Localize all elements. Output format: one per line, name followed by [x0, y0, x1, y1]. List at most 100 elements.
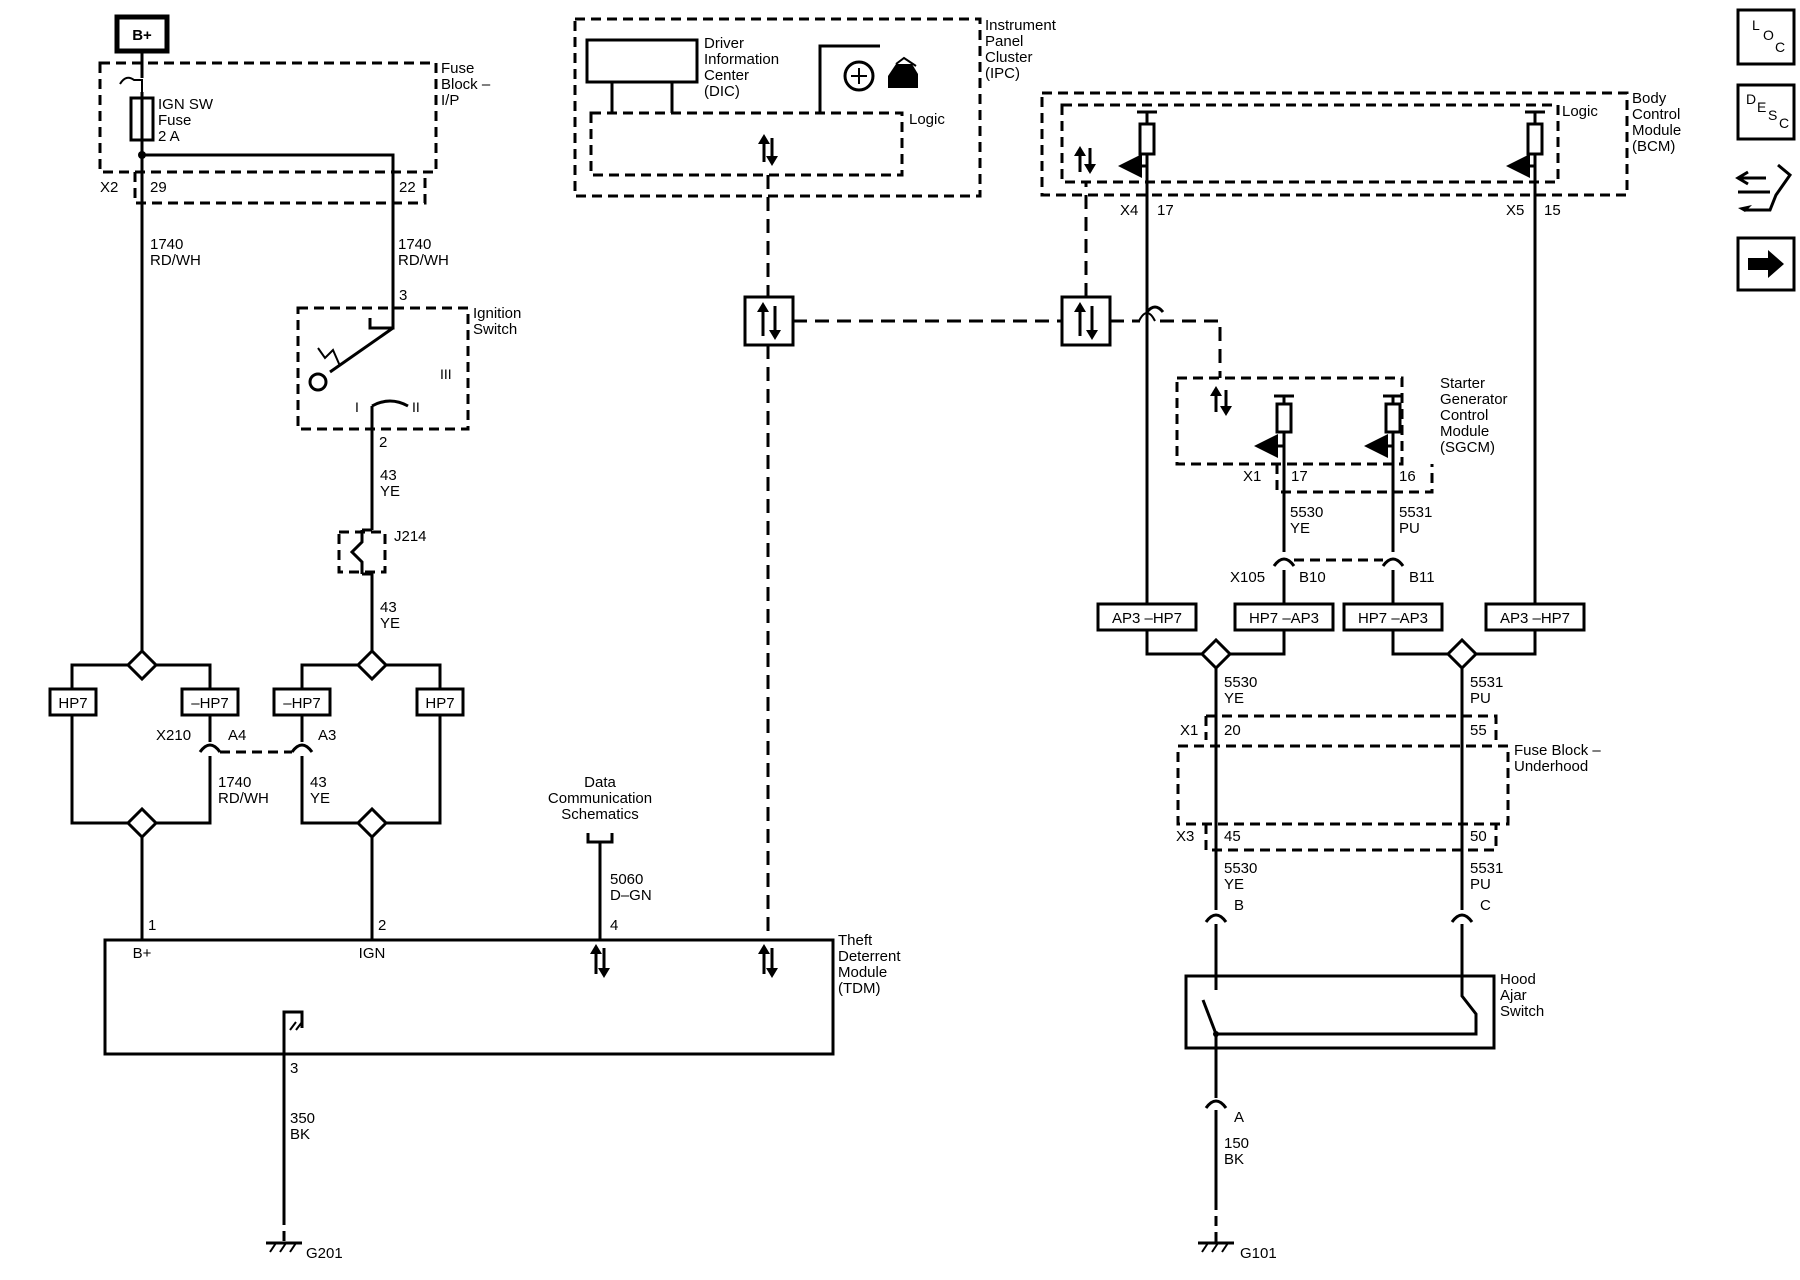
fuse-block-underhood: Fuse Block – Underhood X1 20 55 X3 45 50 — [1176, 714, 1601, 852]
wire-number: 43 — [310, 774, 327, 791]
harness-label: HP7 — [58, 695, 87, 712]
tdm-box — [103, 938, 835, 1056]
fuse-terminal — [119, 76, 143, 92]
ipc-label: (IPC) — [985, 65, 1020, 82]
harness-merge-5530 — [1145, 630, 1286, 656]
wire-color: RD/WH — [398, 252, 449, 269]
dic-label: (DIC) — [704, 83, 740, 100]
connector-x210-a3 — [290, 743, 314, 753]
wire-color: YE — [380, 615, 400, 632]
harness-merge-5531 — [1391, 630, 1537, 656]
tdm-label: Deterrent — [838, 948, 901, 965]
ipc-label: Cluster — [985, 49, 1033, 66]
desc-icon — [1736, 83, 1796, 141]
bcm-label: Control — [1632, 106, 1680, 123]
switch-position-contact — [371, 399, 409, 408]
instrument-panel-cluster: Instrument Panel Cluster (IPC) Driver In… — [573, 17, 1057, 198]
loc-icon — [1736, 8, 1796, 66]
ground-label: G201 — [306, 1245, 343, 1262]
pin-label: 17 — [1157, 202, 1174, 219]
splice-j214-label: J214 — [394, 528, 427, 545]
connector-c — [1450, 913, 1474, 923]
next-page-button[interactable] — [1736, 236, 1796, 292]
desc-label: C — [1779, 115, 1789, 131]
tdm-pin-name: B+ — [133, 945, 152, 962]
wire-number: 5531 — [1470, 674, 1503, 691]
neg-hp7-tag — [180, 687, 240, 717]
ground-label: G101 — [1240, 1245, 1277, 1262]
hood-switch-label: Ajar — [1500, 987, 1527, 1004]
starter-generator-control-module: Starter Generator Control Module (SGCM) … — [1175, 375, 1508, 494]
fuse-block-ip: Fuse Block – I/P IGN SW Fuse 2 A X2 29 2… — [98, 60, 491, 205]
pin-label: 15 — [1544, 202, 1561, 219]
hp7-ap3-tag — [1342, 602, 1444, 632]
harness-junction — [1445, 637, 1479, 671]
pin-label: 22 — [399, 179, 416, 196]
pin-label: 3 — [290, 1060, 298, 1077]
logic-label: Logic — [909, 111, 945, 128]
harness-label: –HP7 — [191, 695, 229, 712]
switch-blade — [1201, 999, 1218, 1035]
bcm-label: (BCM) — [1632, 138, 1675, 155]
data-communication-reference: Data Communication Schematics 5060 D–GN … — [548, 774, 652, 940]
wire-number: 1740 — [398, 236, 431, 253]
fuse-block-underhood-label: Underhood — [1514, 758, 1588, 775]
loc-button[interactable]: L O C — [1736, 8, 1796, 66]
wire-crossover — [1138, 312, 1156, 322]
sgcm-label: Generator — [1440, 391, 1508, 408]
wires-to-hood-switch — [1214, 668, 1464, 910]
fuse-block-underhood-outline — [1176, 744, 1510, 826]
dic-label: Information — [704, 51, 779, 68]
ground-terminal-icon — [282, 1010, 304, 1028]
desc-button[interactable]: D E S C — [1736, 83, 1796, 141]
wire-number: 43 — [380, 599, 397, 616]
connector-a — [1204, 1099, 1228, 1109]
pin-label: 29 — [150, 179, 167, 196]
wire-color: YE — [1224, 690, 1244, 707]
harness-label: AP3 –HP7 — [1500, 610, 1570, 627]
fuse-block-ip-connector-outline — [133, 172, 427, 205]
wire-color: PU — [1470, 690, 1491, 707]
connector-label: X4 — [1120, 202, 1138, 219]
splice-j214: J214 — [337, 528, 427, 574]
ap3-hp7-tag — [1096, 602, 1198, 632]
connector-x210-a4 — [198, 743, 222, 753]
pin-label: 20 — [1224, 722, 1241, 739]
fuse-block-ip-label: I/P — [441, 92, 459, 109]
position-label: I — [355, 399, 359, 415]
x105-output-wires — [1282, 570, 1395, 604]
harness-junction — [1199, 637, 1233, 671]
wire-number: 5530 — [1224, 860, 1257, 877]
hood-switch-label: Hood — [1500, 971, 1536, 988]
pin-label: C — [1480, 897, 1491, 914]
ground-g201: G201 — [266, 1241, 343, 1262]
connector-x105: X105 B10 B11 — [1230, 557, 1435, 586]
wire-number: 43 — [380, 467, 397, 484]
hood-switch-feed-wires — [1214, 924, 1464, 976]
diagnostic-connector-button[interactable] — [1735, 163, 1793, 212]
harness-junction-left: HP7 –HP7 — [48, 648, 240, 840]
serial-data-arrows-icon — [1074, 146, 1096, 174]
dic-label: Driver — [704, 35, 744, 52]
ap3-hp7-tag — [1484, 602, 1586, 632]
pin-label: 50 — [1470, 828, 1487, 845]
pullup-resistor-icon — [1138, 122, 1156, 156]
battery-positive-source: B+ — [114, 14, 170, 54]
connector-label: X3 — [1176, 828, 1194, 845]
wire-number: 1740 — [218, 774, 251, 791]
serial-data-arrows-icon — [590, 944, 610, 978]
bcm-logic-outline — [1060, 103, 1560, 184]
fuse-label: Fuse — [158, 112, 191, 129]
b-plus-label: B+ — [132, 27, 152, 44]
wire-number: 5531 — [1470, 860, 1503, 877]
fuse-rating: 2 A — [158, 128, 180, 145]
ignition-switch-outline — [296, 306, 470, 431]
body-control-module: Logic Body Control Module (BCM) — [1040, 90, 1681, 197]
pullup-resistor-icon — [1526, 122, 1544, 156]
fuse-label: IGN SW — [158, 96, 214, 113]
harness-label: AP3 –HP7 — [1112, 610, 1182, 627]
bcm-outline — [1040, 91, 1629, 197]
harness-label: HP7 –AP3 — [1249, 610, 1319, 627]
pin-label: 45 — [1224, 828, 1241, 845]
loc-label: L — [1752, 17, 1760, 33]
